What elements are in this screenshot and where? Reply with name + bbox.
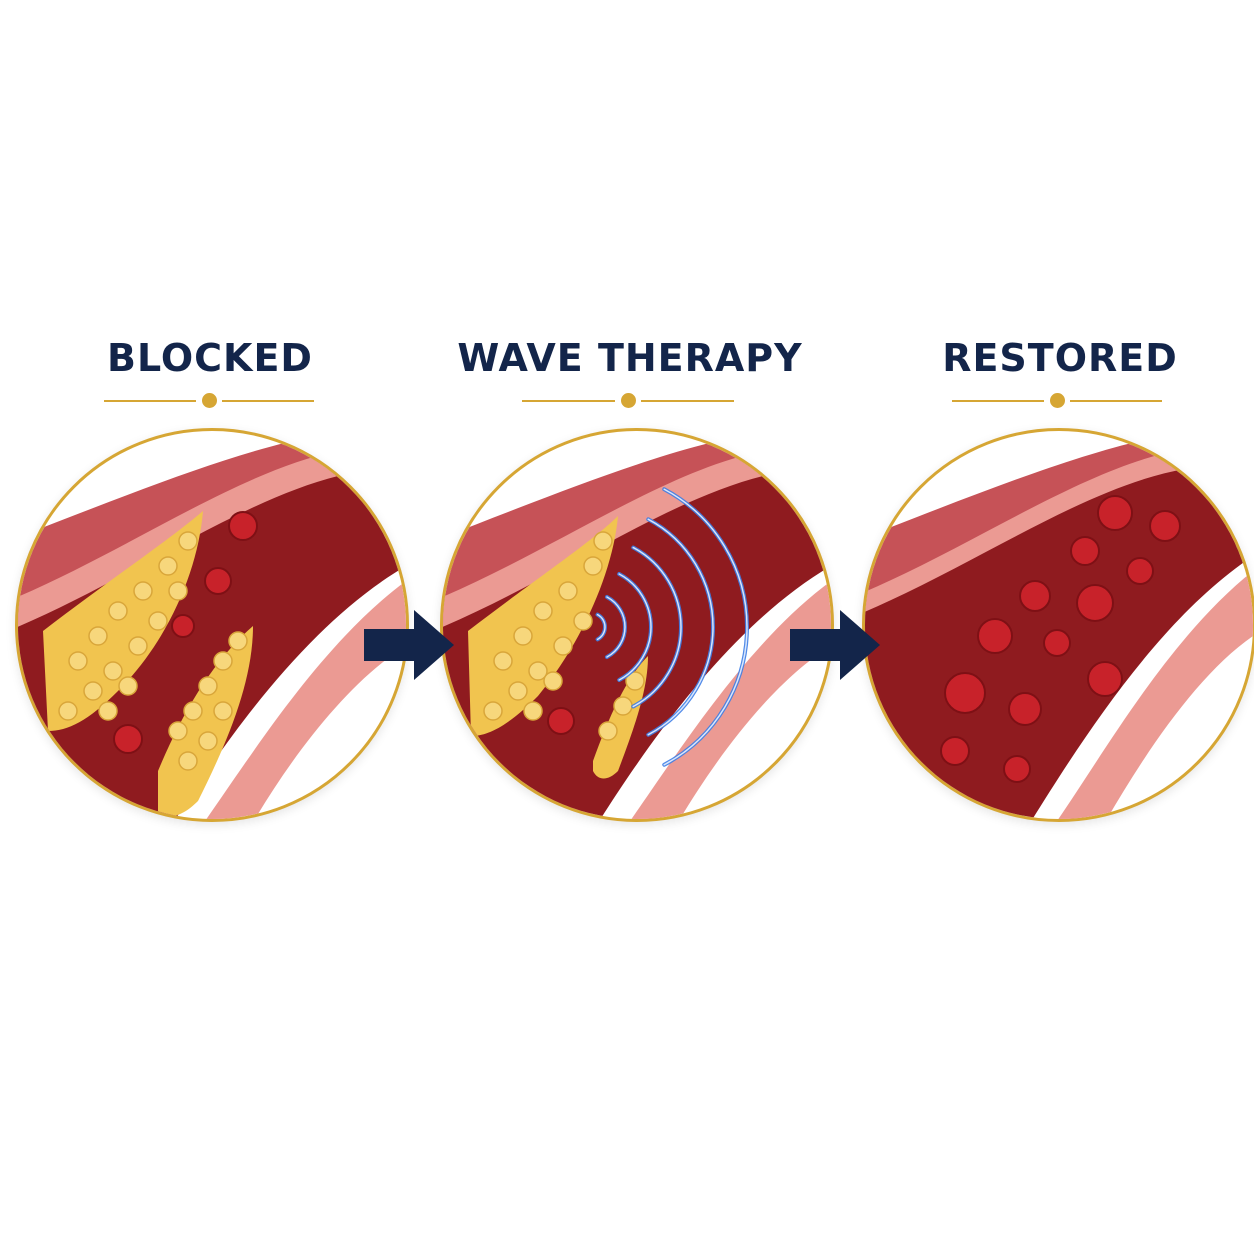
right-arrow-shape [790, 610, 880, 680]
blood-cell [977, 618, 1013, 654]
divider-line [104, 400, 197, 402]
title-divider [522, 392, 734, 410]
divider-line [640, 400, 734, 402]
plaque-lobule [88, 626, 108, 646]
plaque-lobule [183, 701, 203, 721]
wave-ring-highlight [618, 573, 652, 681]
plaque-lobule [528, 661, 548, 681]
wave-ring-highlight [647, 518, 714, 736]
plaque-lobule [148, 611, 168, 631]
plaque-lobule [558, 581, 578, 601]
blood-cell [1019, 580, 1051, 612]
plaque-lobule [83, 681, 103, 701]
panel-title-wave-therapy: WAVE THERAPY [457, 336, 803, 380]
plaque-lobule [483, 701, 503, 721]
blood-cell [940, 736, 970, 766]
right-arrow-icon [790, 610, 880, 680]
plaque-lobule [213, 651, 233, 671]
divider-line [221, 400, 314, 402]
plaque-lobule [593, 531, 613, 551]
wave-ring-highlight [632, 546, 682, 708]
plaque-lobule [523, 701, 543, 721]
plaque-lobule [168, 721, 188, 741]
plaque-lobule [68, 651, 88, 671]
right-arrow-shape [364, 610, 454, 680]
plaque-texture [58, 531, 248, 771]
plaque-lobule [228, 631, 248, 651]
blood-cell [547, 707, 575, 735]
wave-rings [595, 487, 749, 767]
blood-cell [1097, 495, 1133, 531]
blood-cell [1076, 584, 1114, 622]
plaque-lobule [573, 611, 593, 631]
plaque-lobule [625, 671, 645, 691]
blood-cell [1149, 510, 1181, 542]
wave-therapy-svg [443, 431, 831, 819]
plaque-lobule [178, 751, 198, 771]
wave-therapy-illustration [440, 428, 834, 822]
blocked-artery-illustration [15, 428, 409, 822]
blood-cell [1070, 536, 1100, 566]
divider-line [1069, 400, 1162, 402]
plaque-lobule [103, 661, 123, 681]
plaque-lobule [543, 671, 563, 691]
plaque-lobule [533, 601, 553, 621]
blood-cell [1087, 661, 1123, 697]
plaque-lobule [58, 701, 78, 721]
blocked-artery-svg [18, 431, 406, 819]
lower-vessel-wall [631, 581, 831, 819]
plaque-lobule [613, 696, 633, 716]
plaque-lobule [513, 626, 533, 646]
plaque-lower [158, 626, 253, 817]
blood-cell [113, 724, 143, 754]
wave-ring-highlight [663, 488, 748, 766]
plaque-lobule [508, 681, 528, 701]
blood-cell [204, 567, 232, 595]
divider-line [522, 400, 616, 402]
plaque-lobule [198, 731, 218, 751]
plaque-lobule [98, 701, 118, 721]
panel-title-restored: RESTORED [942, 336, 1178, 380]
plaque-lobule [178, 531, 198, 551]
divider-dot [620, 393, 636, 408]
plaque-lobule [583, 556, 603, 576]
right-arrow-icon [364, 610, 454, 680]
divider-line [952, 400, 1045, 402]
blood-cell [1003, 755, 1031, 783]
blood-cell [1126, 557, 1154, 585]
plaque-texture [483, 531, 645, 741]
divider-dot [1049, 393, 1065, 408]
blood-cell [944, 672, 986, 714]
lower-vessel-wall [1058, 571, 1253, 819]
lower-vessel-wall [206, 581, 406, 819]
plaque-lobule [118, 676, 138, 696]
restored-artery-illustration [862, 428, 1254, 822]
panel-title-blocked: BLOCKED [107, 336, 313, 380]
blood-cell [228, 511, 258, 541]
wave-ring-highlight [596, 613, 606, 641]
plaque-upper [468, 516, 618, 736]
plaque-lobule [198, 676, 218, 696]
blood-cell [1008, 692, 1042, 726]
title-divider [104, 392, 314, 410]
blood-cell [171, 614, 195, 638]
plaque-lobule [213, 701, 233, 721]
blood-cell [1043, 629, 1071, 657]
plaque-lobule [158, 556, 178, 576]
divider-dot [201, 393, 217, 408]
plaque-lobule [493, 651, 513, 671]
plaque-lobule [133, 581, 153, 601]
plaque-lobule [168, 581, 188, 601]
plaque-lobule [553, 636, 573, 656]
wave-ring-highlight [606, 596, 626, 658]
title-divider [952, 392, 1162, 410]
restored-artery-svg [865, 431, 1253, 819]
plaque-lobule [598, 721, 618, 741]
plaque-lobule [108, 601, 128, 621]
plaque-lobule [128, 636, 148, 656]
